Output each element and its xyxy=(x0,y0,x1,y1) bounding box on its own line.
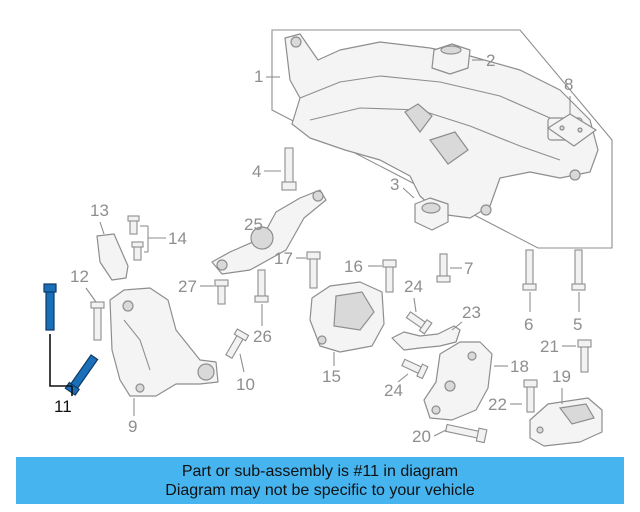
part-6-bolt[interactable] xyxy=(525,249,534,287)
label-3: 3 xyxy=(390,175,399,194)
part-19-mount[interactable] xyxy=(529,397,603,447)
part-8-bracket[interactable] xyxy=(547,113,597,147)
part-22-bolt[interactable] xyxy=(526,385,535,413)
label-24-lower: 24 xyxy=(384,381,403,400)
label-12: 12 xyxy=(70,267,89,286)
label-6: 6 xyxy=(524,315,533,334)
label-17: 17 xyxy=(274,249,293,268)
label-19: 19 xyxy=(552,367,571,386)
part-25-torque-rod[interactable] xyxy=(211,189,327,275)
part-15-transmission-mount[interactable] xyxy=(309,281,385,353)
part-16-bolt[interactable] xyxy=(385,265,394,293)
part-3-mount[interactable] xyxy=(414,197,449,231)
part-11-bolts[interactable] xyxy=(43,283,99,396)
label-20: 20 xyxy=(412,427,431,446)
part-10-bolt[interactable] xyxy=(223,328,250,360)
label-7: 7 xyxy=(464,259,473,278)
part-9-engine-mount[interactable] xyxy=(109,287,219,397)
part-7-bolt[interactable] xyxy=(439,253,448,279)
part-24-bolt-upper[interactable] xyxy=(405,309,433,335)
part-17-bolt[interactable] xyxy=(309,257,318,289)
label-24-upper: 24 xyxy=(404,277,423,296)
label-8: 8 xyxy=(564,75,573,94)
info-banner: Part or sub-assembly is #11 in diagram D… xyxy=(16,457,624,504)
part-21-bolt[interactable] xyxy=(580,345,589,373)
label-15: 15 xyxy=(322,367,341,386)
label-13: 13 xyxy=(90,201,109,220)
label-2: 2 xyxy=(486,51,495,70)
label-23: 23 xyxy=(462,303,481,322)
label-25: 25 xyxy=(244,215,263,234)
parts-diagram: 1 2 3 4 8 25 13 xyxy=(43,29,613,447)
subframe-callout-box xyxy=(271,29,613,249)
label-11: 11 xyxy=(54,397,72,416)
part-12-bolt[interactable] xyxy=(93,305,102,341)
part-23-link[interactable] xyxy=(391,325,461,351)
label-26: 27 xyxy=(178,277,197,296)
part-14-bolts[interactable] xyxy=(127,215,144,261)
part-26-bolt[interactable] xyxy=(217,283,226,305)
label-21: 21 xyxy=(540,337,559,356)
label-5: 5 xyxy=(573,315,582,334)
label-11-leader xyxy=(49,334,73,396)
label-14: 14 xyxy=(168,229,187,248)
label-27: 26 xyxy=(253,327,272,346)
label-22: 22 xyxy=(488,395,507,414)
label-9: 9 xyxy=(128,417,137,436)
part-5-bolt[interactable] xyxy=(574,249,583,287)
part-20-bolt[interactable] xyxy=(444,422,488,444)
part-4-bolt[interactable] xyxy=(284,147,294,185)
label-18: 18 xyxy=(510,357,529,376)
part-18-bracket[interactable] xyxy=(423,341,493,421)
label-10: 10 xyxy=(236,375,255,394)
banner-line-1: Part or sub-assembly is #11 in diagram xyxy=(181,462,459,480)
part-13-bracket[interactable] xyxy=(96,233,129,281)
part-2-bushing[interactable] xyxy=(431,43,471,75)
label-1: 1 xyxy=(254,67,263,86)
part-24-bolt-lower[interactable] xyxy=(401,357,429,380)
banner-line-2: Diagram may not be specific to your vehi… xyxy=(165,481,475,499)
label-4: 4 xyxy=(252,162,261,181)
label-16: 16 xyxy=(344,257,363,276)
